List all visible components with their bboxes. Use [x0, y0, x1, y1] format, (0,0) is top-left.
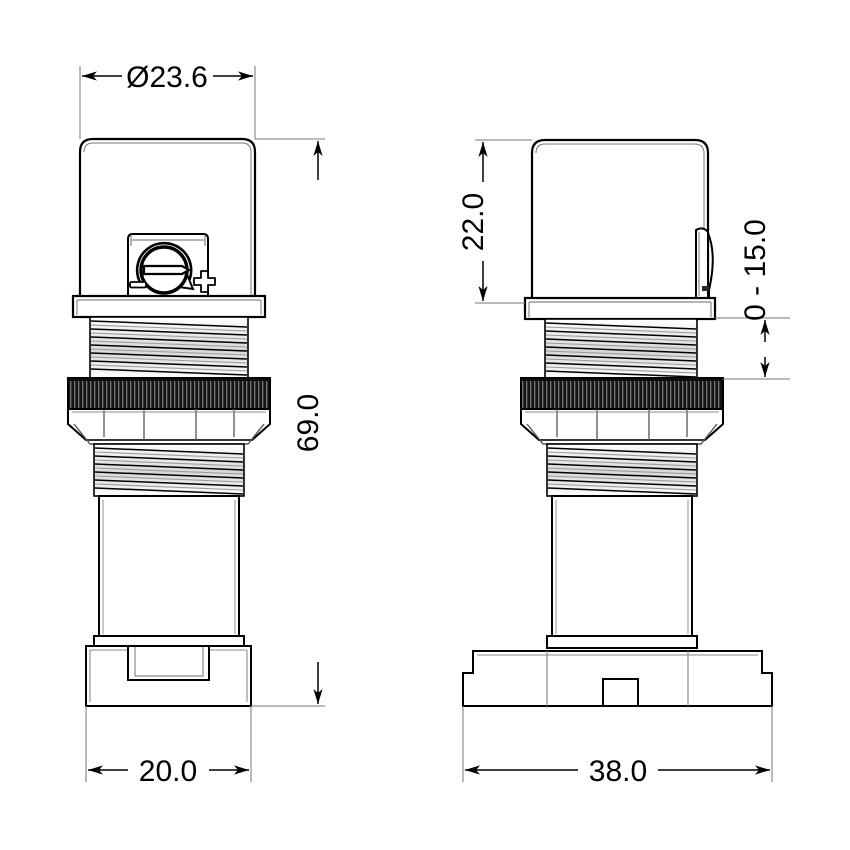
side-cap	[530, 138, 710, 302]
minus-symbol-icon	[129, 281, 147, 289]
screw-head-icon[interactable]	[139, 245, 192, 295]
front-base-block	[85, 645, 252, 707]
dimension-thread-range: 0 - 15.0	[715, 219, 790, 380]
dimension-cap-height: 22.0	[457, 139, 532, 304]
side-flange	[523, 296, 717, 321]
side-view	[462, 138, 773, 707]
adjustment-screw[interactable]	[127, 233, 216, 298]
front-upper-thread	[89, 316, 249, 380]
dimension-dia-label: Ø23.6	[126, 61, 208, 94]
side-latch-tab	[695, 227, 714, 300]
side-knurled-nut	[520, 377, 724, 410]
front-flange	[71, 294, 267, 319]
front-view	[67, 137, 271, 707]
dimension-base-width-side-label: 38.0	[589, 755, 647, 788]
front-hex-faces	[67, 408, 271, 445]
dimension-base-width-front: 20.0	[85, 706, 252, 788]
dimension-base-width-front-label: 20.0	[139, 755, 197, 788]
dimension-thread-range-label: 0 - 15.0	[739, 219, 772, 321]
front-cap	[78, 137, 257, 300]
plus-symbol-icon	[193, 270, 216, 293]
side-upper-thread	[544, 318, 698, 380]
front-barrel	[98, 495, 240, 637]
side-collar	[546, 635, 698, 649]
dimension-base-width-side: 38.0	[462, 706, 773, 788]
side-base-block	[462, 650, 773, 707]
dimension-dia: Ø23.6	[79, 61, 256, 139]
side-barrel	[551, 495, 693, 637]
dimension-cap-height-label: 22.0	[457, 193, 490, 251]
side-hex-faces	[520, 408, 724, 445]
dimension-overall-height-label: 69.0	[292, 394, 325, 452]
side-lower-thread	[546, 443, 698, 497]
front-knurled-nut	[67, 377, 271, 410]
dimension-overall-height: 69.0	[251, 138, 325, 707]
front-lower-thread	[93, 443, 245, 497]
